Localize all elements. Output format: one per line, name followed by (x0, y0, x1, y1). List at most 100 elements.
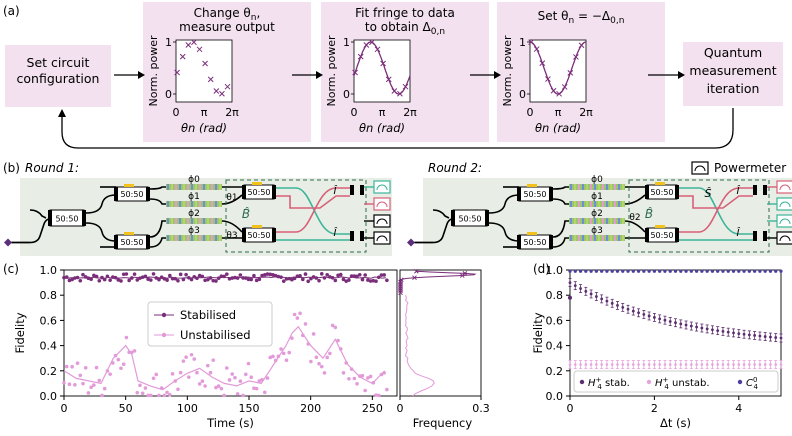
point-C (768, 269, 773, 273)
phase-label-3: ϕ3 (591, 226, 603, 236)
splitter-label: 50:50 (458, 215, 481, 224)
unstabilised-point (338, 347, 343, 351)
point-C (636, 269, 641, 273)
powermeter-gauge-icon (694, 165, 706, 172)
mini-point (363, 42, 370, 48)
splitter-label: 50:50 (247, 188, 270, 197)
powermeter-icon (776, 197, 792, 211)
stabilised-point (81, 272, 85, 277)
point-C (763, 269, 767, 273)
point-C (652, 269, 657, 273)
unstabilised-point (306, 342, 311, 346)
point-stab (769, 335, 772, 339)
phase-stripe (167, 235, 169, 241)
unstabilised-point (138, 383, 142, 388)
I-operator-label: Î (334, 184, 338, 197)
phase-stripe (586, 218, 588, 224)
point-unstab (679, 363, 683, 366)
panel-label-a: (a) (3, 4, 20, 18)
mini-ytick: 1 (165, 36, 172, 49)
phase-stripe (618, 218, 620, 224)
phase-stripe (598, 235, 600, 241)
point-C (568, 269, 572, 273)
phase-stripe (179, 235, 181, 241)
stabilised-point (225, 272, 229, 276)
loop-arrow (61, 108, 734, 149)
point-C (647, 269, 651, 273)
S-operator-label: Ŝ (705, 187, 712, 200)
phase-bar (166, 218, 222, 224)
stabilised-point (214, 279, 218, 283)
point-unstab (774, 363, 778, 366)
arrowhead-loop (58, 109, 66, 117)
phase-shifter-1 (166, 201, 222, 207)
wg-branch-top (85, 194, 117, 214)
unstabilised-point (382, 371, 386, 375)
unstabilised-point (374, 393, 378, 397)
unstabilised-point (200, 379, 205, 383)
unstabilised-point (322, 371, 327, 375)
unstabilised-point (319, 364, 324, 369)
phase-shifter-3 (569, 235, 625, 241)
unstabilised-point (192, 357, 197, 361)
phase-stripe (622, 235, 624, 241)
phase-stripe (175, 201, 177, 207)
unstabilised-point (81, 381, 85, 386)
phase-stripe (610, 184, 612, 190)
ytick-label-d: 0.2 (546, 365, 564, 378)
stabilised-point (374, 279, 378, 283)
powermeter-icon (373, 214, 391, 228)
coupler (753, 185, 757, 195)
legend-marker-stab (161, 312, 167, 318)
unstabilised-point (235, 392, 240, 396)
mini-ytick: 0 (165, 88, 172, 101)
stabilised-point (97, 278, 102, 283)
unstabilised-point (64, 364, 69, 369)
heater (252, 225, 262, 228)
phase-stripe (594, 218, 596, 224)
phase-stripe (183, 184, 185, 190)
phase-shifter-0 (569, 184, 625, 190)
flow-step-quantum-iteration: Quantum measurement iteration (683, 42, 783, 106)
theta3-label: θ3 (226, 231, 237, 241)
unstabilised-point (290, 336, 294, 340)
unstabilised-point (184, 355, 188, 359)
point-C (700, 269, 704, 273)
phase-stripe (195, 235, 197, 241)
point-unstab (663, 363, 667, 366)
phase-stripe (179, 184, 181, 190)
point-stab (711, 328, 714, 332)
stabilised-point (168, 273, 172, 278)
splitter-label: 50:50 (247, 231, 270, 240)
unstabilised-point (62, 380, 66, 385)
unstabilised-point (92, 383, 96, 387)
unstabilised-point (159, 386, 164, 390)
point-C (626, 269, 630, 273)
wg-pink-cross (679, 187, 753, 233)
point-stab (705, 327, 709, 331)
unstabilised-point (246, 361, 251, 366)
point-C (658, 269, 662, 273)
phase-label-1: ϕ1 (591, 192, 603, 202)
stabilised-point (67, 278, 72, 283)
stabilised-point (206, 277, 210, 282)
phase-stripe (590, 218, 592, 224)
round1-label: Round 1: (25, 161, 79, 175)
powermeter-gauge-icon (779, 184, 791, 191)
legend-marker-stab-d (579, 379, 585, 385)
phase-stripe (199, 201, 201, 207)
panel-label-d: (d) (533, 262, 550, 276)
stabilised-point (371, 278, 376, 283)
coupler (360, 231, 364, 241)
unstabilised-point (344, 361, 348, 365)
point-unstab (589, 363, 593, 366)
unstabilised-point (241, 393, 245, 398)
phase-stripe (215, 201, 217, 207)
phase-shifter-2 (569, 218, 625, 224)
mini-xtick: 2π (579, 106, 593, 119)
unstabilised-point (127, 350, 131, 354)
powermeter-gauge-icon (376, 184, 388, 191)
point-unstab (700, 363, 704, 366)
unstabilised-point (111, 361, 115, 365)
